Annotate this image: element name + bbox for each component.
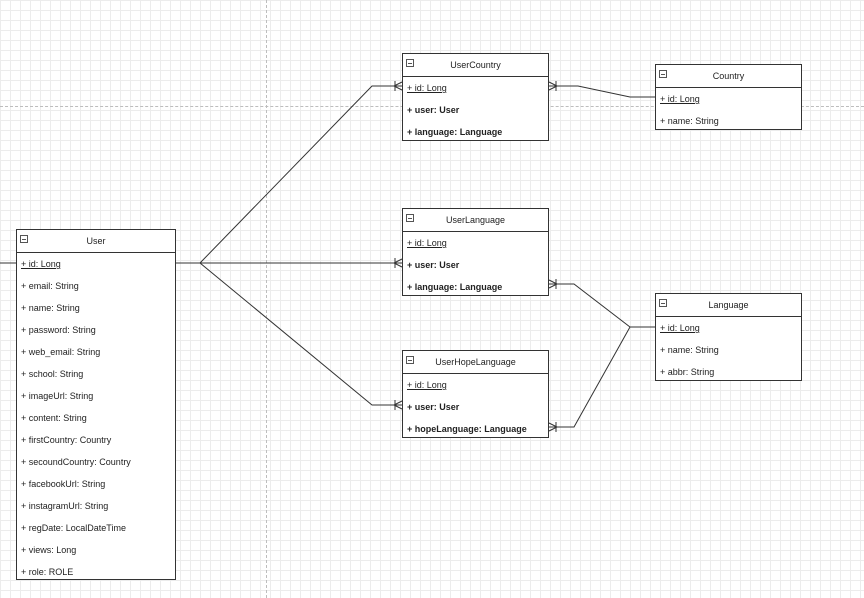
entity-user-field[interactable]: + regDate: LocalDateTime (21, 523, 126, 533)
connector-usercountry-country (549, 85, 655, 98)
entity-user-field[interactable]: + role: ROLE (21, 567, 74, 577)
entity-user-field[interactable]: + firstCountry: Country (21, 435, 112, 445)
entity-user-field[interactable]: + facebookUrl: String (21, 479, 106, 489)
entity-user-language-field[interactable]: + language: Language (407, 282, 503, 292)
vertical-page-guide (266, 0, 267, 598)
entity-user-title: User (86, 236, 106, 246)
entity-user[interactable]: User + id: Long + email: String + name: … (16, 229, 176, 580)
entity-language-title: Language (708, 300, 749, 310)
crowfoot-marker-userlanguage-language (548, 279, 558, 289)
collapse-icon[interactable] (659, 299, 667, 307)
entity-language-header[interactable]: Language (656, 294, 801, 317)
entity-user-field[interactable]: + imageUrl: String (21, 391, 94, 401)
entity-user-field[interactable]: + views: Long (21, 545, 77, 555)
collapse-icon[interactable] (406, 356, 414, 364)
entity-user-language[interactable]: UserLanguage + id: Long + user: User + l… (402, 208, 549, 296)
entity-country-field[interactable]: + name: String (660, 116, 719, 126)
entity-country-title: Country (712, 71, 745, 81)
entity-user-country-field[interactable]: + user: User (407, 105, 460, 115)
entity-user-country-title: UserCountry (450, 60, 501, 70)
collapse-icon[interactable] (659, 70, 667, 78)
entity-language-field[interactable]: + name: String (660, 345, 719, 355)
entity-user-hope-language-field[interactable]: + hopeLanguage: Language (407, 424, 527, 434)
entity-user-country[interactable]: UserCountry + id: Long + user: User + la… (402, 53, 549, 141)
crowfoot-marker-userhopelanguage-user (393, 400, 403, 410)
entity-user-language-title: UserLanguage (445, 215, 506, 225)
collapse-icon[interactable] (20, 235, 28, 243)
entity-user-hope-language-header[interactable]: UserHopeLanguage (403, 351, 548, 374)
entity-user-hope-language-field[interactable]: + user: User (407, 402, 460, 412)
entity-user-field[interactable]: + id: Long (21, 259, 61, 269)
entity-country-field[interactable]: + id: Long (660, 94, 700, 104)
connector-userlanguage-language (549, 283, 655, 328)
connector-user-userhopelanguage (176, 262, 402, 406)
collapse-icon[interactable] (406, 59, 414, 67)
crowfoot-marker-userhopelanguage-language (548, 422, 558, 432)
entity-language[interactable]: Language + id: Long + name: String + abb… (655, 293, 802, 381)
entity-user-hope-language-title: UserHopeLanguage (435, 357, 516, 367)
entity-user-language-field[interactable]: + id: Long (407, 238, 447, 248)
entity-user-field[interactable]: + name: String (21, 303, 80, 313)
entity-user-hope-language-field[interactable]: + id: Long (407, 380, 447, 390)
entity-country-header[interactable]: Country (656, 65, 801, 88)
entity-user-field[interactable]: + email: String (21, 281, 79, 291)
entity-country[interactable]: Country + id: Long + name: String (655, 64, 802, 130)
entity-user-field[interactable]: + secoundCountry: Country (21, 457, 131, 467)
collapse-icon[interactable] (406, 214, 414, 222)
entity-language-field[interactable]: + abbr: String (660, 367, 715, 377)
crowfoot-marker-usercountry-user (393, 81, 403, 91)
entity-user-country-header[interactable]: UserCountry (403, 54, 548, 77)
entity-user-header[interactable]: User (17, 230, 175, 253)
connector-user-usercountry (176, 85, 402, 264)
entity-user-field[interactable]: + web_email: String (21, 347, 101, 357)
entity-user-field[interactable]: + school: String (21, 369, 84, 379)
entity-user-country-field[interactable]: + language: Language (407, 127, 503, 137)
entity-user-field[interactable]: + password: String (21, 325, 96, 335)
entity-user-hope-language[interactable]: UserHopeLanguage + id: Long + user: User… (402, 350, 549, 438)
entity-user-country-field[interactable]: + id: Long (407, 83, 447, 93)
entity-user-field[interactable]: + instagramUrl: String (21, 501, 109, 511)
crowfoot-marker-usercountry-country (548, 81, 558, 91)
entity-language-field[interactable]: + id: Long (660, 323, 700, 333)
connector-userhopelanguage-language (549, 326, 631, 428)
entity-user-language-header[interactable]: UserLanguage (403, 209, 548, 232)
crowfoot-marker-userlanguage-user (393, 258, 403, 268)
entity-user-language-field[interactable]: + user: User (407, 260, 460, 270)
entity-user-field[interactable]: + content: String (21, 413, 87, 423)
